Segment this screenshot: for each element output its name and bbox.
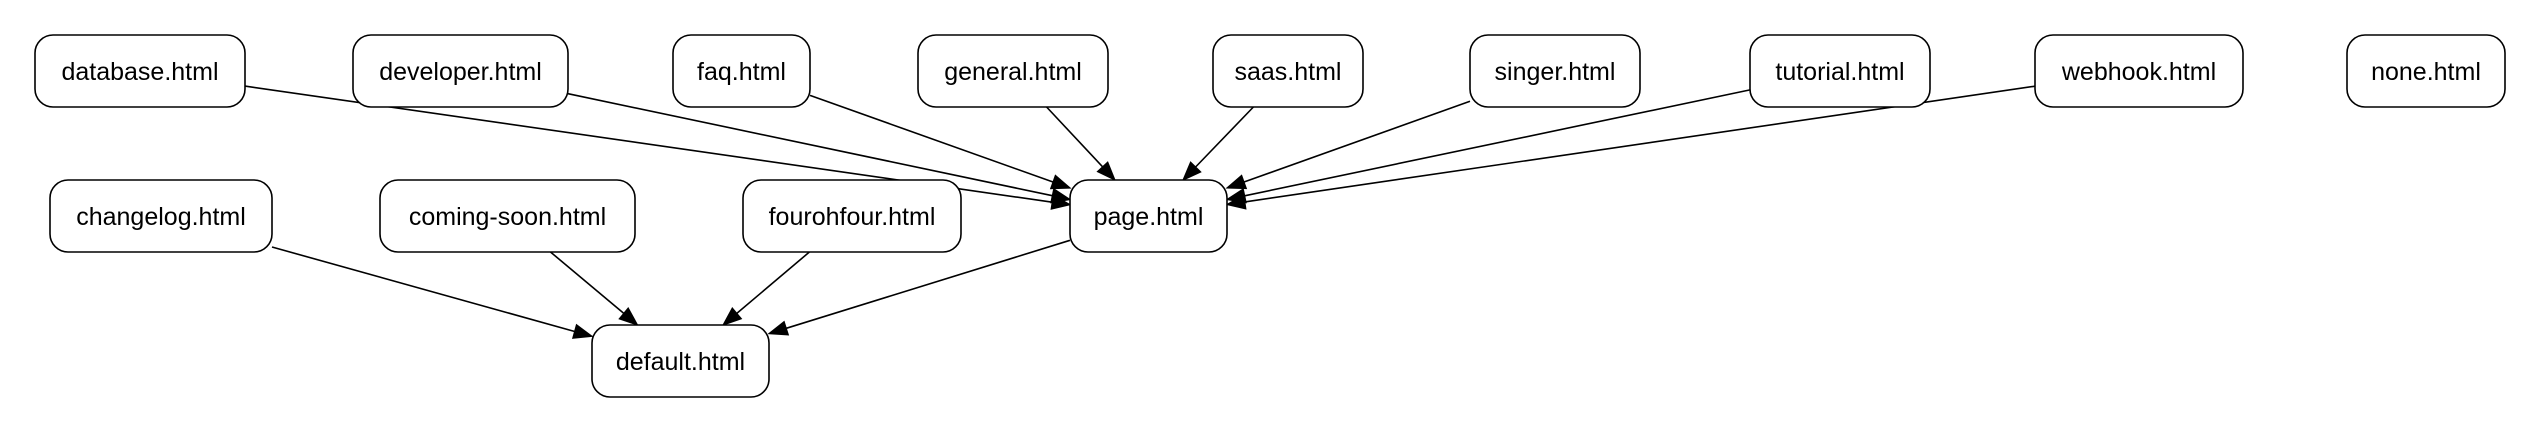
node-box [1069, 179, 1228, 253]
node-coming-soon: coming-soon.html [379, 179, 636, 253]
node-singer: singer.html [1469, 34, 1641, 108]
edge-fourohfour-to-default [721, 251, 810, 327]
edge-changelog-to-default [271, 246, 594, 339]
node-label: saas.html [1235, 58, 1342, 86]
node-label: changelog.html [76, 203, 246, 231]
node-fourohfour: fourohfour.html [742, 179, 962, 253]
edge-general-to-page [1046, 106, 1117, 182]
edge-page-to-default [767, 239, 1071, 336]
node-label: webhook.html [2061, 58, 2216, 86]
arrowhead [721, 306, 743, 327]
node-box [2346, 34, 2506, 108]
node-box [352, 34, 569, 108]
edge-line [271, 246, 575, 333]
node-label: singer.html [1495, 58, 1616, 86]
node-box [34, 34, 246, 108]
node-none: none.html [2346, 34, 2506, 108]
node-box [591, 324, 770, 398]
edge-developer-to-page [567, 92, 1072, 204]
node-label: faq.html [697, 58, 786, 86]
node-saas: saas.html [1212, 34, 1364, 108]
arrowhead [767, 320, 790, 336]
node-label: none.html [2371, 58, 2481, 86]
node-general: general.html [917, 34, 1109, 108]
node-box [917, 34, 1109, 108]
node-default: default.html [591, 324, 770, 398]
node-box [1749, 34, 1931, 108]
edge-singer-to-page [1225, 100, 1471, 190]
arrowhead [571, 323, 594, 339]
edge-line [785, 239, 1071, 330]
node-developer: developer.html [352, 34, 569, 108]
node-label: developer.html [379, 58, 542, 86]
edge-line [549, 251, 625, 315]
edge-line [1046, 106, 1104, 168]
arrowhead [618, 307, 639, 327]
node-label: default.html [616, 348, 745, 376]
edges-layer [244, 85, 2036, 339]
node-label: page.html [1094, 203, 1204, 231]
node-changelog: changelog.html [49, 179, 273, 253]
edge-line [1195, 106, 1254, 168]
arrowhead [1181, 161, 1202, 182]
edge-saas-to-page [1181, 106, 1254, 182]
node-box [1469, 34, 1641, 108]
node-box [49, 179, 273, 253]
node-box [1212, 34, 1364, 108]
edge-coming-soon-to-default [549, 251, 639, 327]
arrowhead [1225, 174, 1248, 190]
node-label: coming-soon.html [409, 203, 606, 231]
edge-line [736, 251, 810, 315]
edge-line [1243, 100, 1471, 183]
node-label: tutorial.html [1775, 58, 1904, 86]
node-page: page.html [1069, 179, 1228, 253]
node-label: fourohfour.html [769, 203, 936, 231]
node-box [742, 179, 962, 253]
arrowhead [1096, 161, 1117, 182]
node-tutorial: tutorial.html [1749, 34, 1931, 108]
node-faq: faq.html [672, 34, 811, 108]
arrowhead [1049, 174, 1072, 190]
arrowhead [1225, 194, 1247, 210]
node-database: database.html [34, 34, 246, 108]
edge-faq-to-page [809, 94, 1072, 190]
edge-line [567, 92, 1053, 197]
node-box [2034, 34, 2244, 108]
nodes-layer: database.html developer.html faq.html gener… [34, 34, 2506, 398]
node-box [379, 179, 636, 253]
node-webhook: webhook.html [2034, 34, 2244, 108]
edge-line [1244, 89, 1751, 197]
node-box [672, 34, 811, 108]
node-label: database.html [61, 58, 218, 86]
edge-line [809, 94, 1054, 183]
arrowhead [1050, 187, 1072, 204]
node-label: general.html [944, 58, 1082, 86]
